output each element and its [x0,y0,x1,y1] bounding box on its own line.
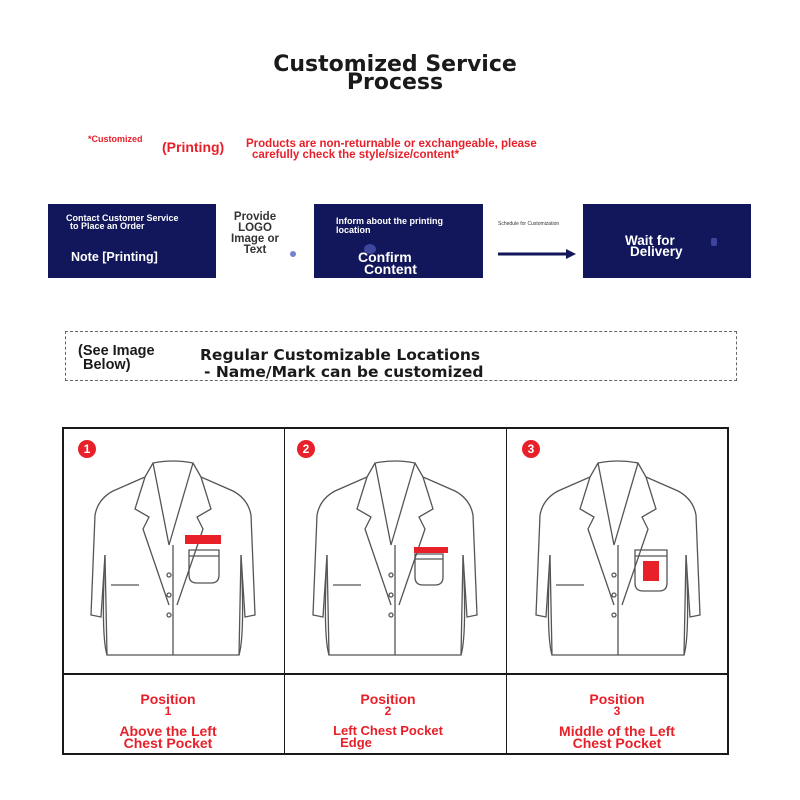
locations-box [65,331,737,381]
step3-text: Inform about the printing location [336,217,443,235]
notice-text-line-1: Products are non-returnable or exchangea… [246,138,537,150]
locations-line-2: - Name/Mark can be customized [204,363,484,381]
step4-text: Wait for Delivery [625,233,683,259]
step3-line-2: location [336,225,371,235]
step1-line-1: Contact Customer Service [66,213,179,223]
position-grid [62,427,729,755]
step2-line-1: Provide [233,211,277,223]
see-line-2: Below) [83,357,131,373]
step3-confirm-line-1: Confirm [358,249,412,265]
arrow-right-icon [498,249,576,259]
position-word: Position [360,691,416,707]
position-word: Position [140,691,196,707]
position-desc-line-2: Chest Pocket [572,735,662,751]
position-desc-line-2: Chest Pocket [123,735,213,751]
step-wait-delivery: Wait for Delivery [583,204,751,278]
locations-line-1: Regular Customizable Locations [200,346,481,364]
page-title: Customized Service Process [240,52,550,95]
decorative-blur [364,244,376,254]
decorative-dot [290,251,296,257]
position-desc-line-2: Edge [340,735,372,750]
step2-line-3: Image or [231,233,279,245]
see-image-below: (See Image Below) [78,343,155,373]
position-desc-line-1: Middle of the Left [559,723,675,739]
decorative-blur [711,238,717,246]
notice-text-line-2: carefully check the style/size/content* [252,149,460,161]
jacket-icon [535,460,701,656]
jacket-icon [90,460,256,656]
step1-line-2: to Place an Order [70,221,145,231]
step-contact-service: Contact Customer Service to Place an Ord… [48,204,216,278]
notice-printing: (Printing) [162,139,225,155]
position-number: 3 [613,704,621,718]
see-line-1: (See Image [78,343,155,359]
locations-heading: Regular Customizable Locations - Name/Ma… [200,347,484,381]
title-line-2: Process [346,70,444,95]
position-number: 1 [164,704,172,718]
position-desc-line-1: Left Chest Pocket [333,723,443,738]
grid-divider [62,673,729,675]
step-provide-logo: Provide LOGO Image or Text [224,211,286,256]
grid-divider [284,427,285,755]
notice-text: Products are non-returnable or exchangea… [246,138,537,161]
step3-confirm-line-2: Content [364,261,417,277]
number-badge-icon: 1 [78,440,96,458]
step1-text: Contact Customer Service to Place an Ord… [66,213,179,231]
position-number: 2 [384,704,392,718]
number-badge-icon: 3 [522,440,540,458]
number-badge-icon: 2 [297,440,315,458]
step3-confirm: Confirm Content [358,249,417,277]
step4-line-1: Wait for [625,233,675,248]
step3-line-1: Inform about the printing [336,216,443,226]
title-line-1: Customized Service [273,52,517,77]
notice-customized: *Customized [88,134,143,144]
arrow-label: Schedule for Customization [498,221,560,227]
grid-divider [506,427,507,755]
step2-line-2: LOGO [238,222,272,234]
position-desc-line-1: Above the Left [119,723,217,739]
position-word: Position [589,691,645,707]
step2-line-4: Text [243,244,267,256]
jacket-icon [312,460,478,656]
step1-note: Note [Printing] [71,250,158,264]
step4-line-2: Delivery [630,244,683,259]
step-confirm-content: Inform about the printing location Confi… [314,204,483,278]
